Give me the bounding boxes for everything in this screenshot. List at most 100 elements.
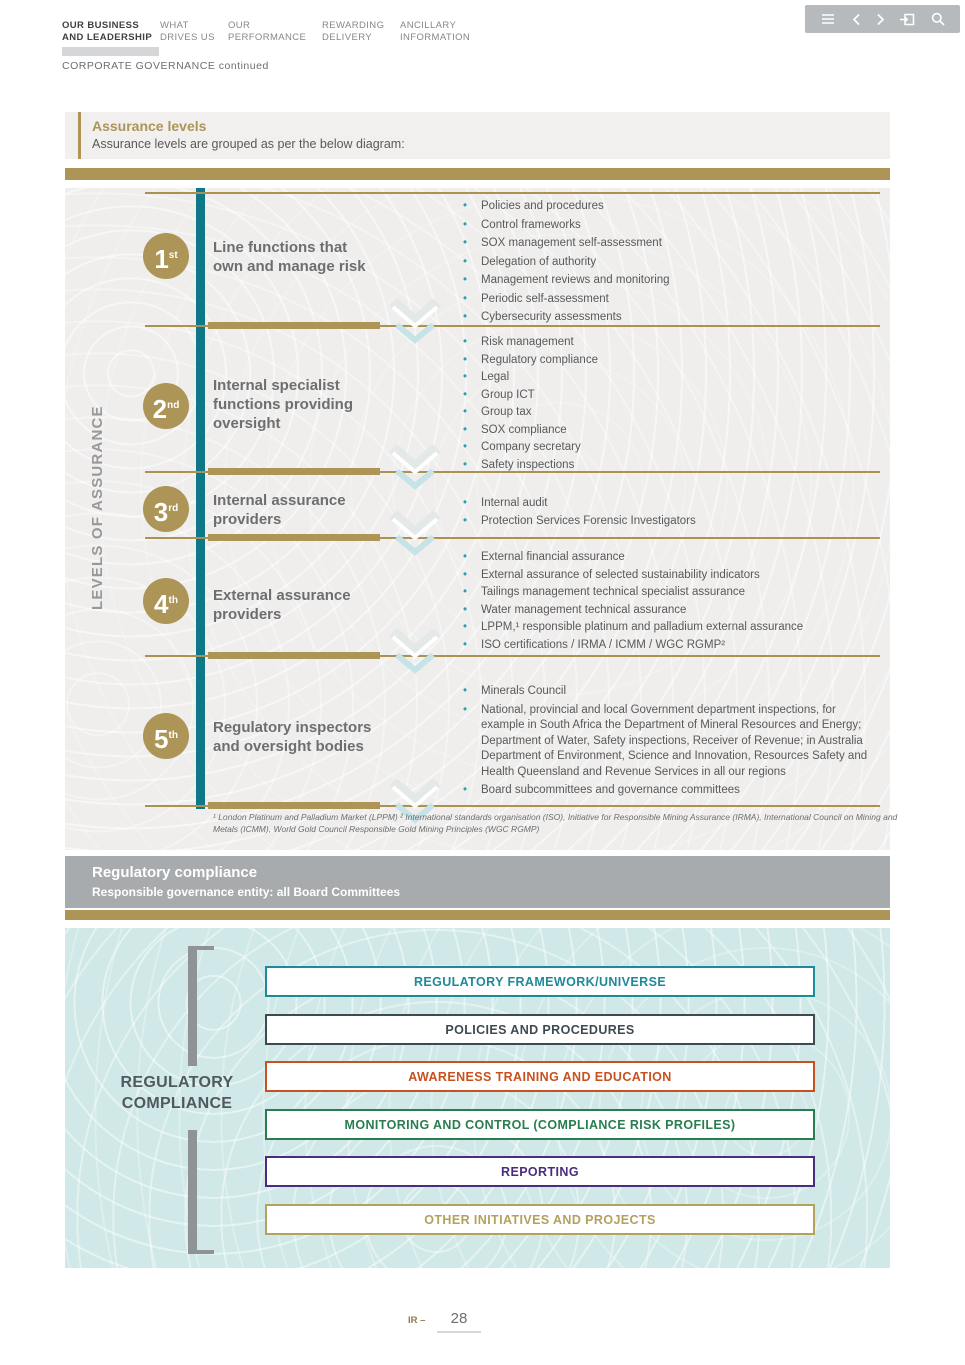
list-item: Water management technical assurance bbox=[455, 602, 885, 620]
bracket-tick-bottom bbox=[188, 1250, 214, 1254]
chevron-down-icon bbox=[387, 777, 443, 825]
level-3-heading: Internal assurance providers bbox=[213, 492, 346, 528]
active-tab-indicator bbox=[62, 47, 159, 56]
nav-tab-ancillary-information[interactable]: ANCILLARY INFORMATION bbox=[400, 20, 490, 44]
gold-segment bbox=[208, 652, 380, 659]
level-4-items: External financial assurance External as… bbox=[455, 549, 885, 654]
section-divider bbox=[145, 537, 880, 539]
box-monitoring-control: MONITORING AND CONTROL (COMPLIANCE RISK … bbox=[265, 1109, 815, 1140]
nav-tab-label: PERFORMANCE bbox=[228, 32, 307, 43]
level-5-items: Minerals Council National, provincial an… bbox=[455, 684, 885, 802]
list-item: Regulatory compliance bbox=[455, 352, 885, 370]
list-item: ISO certifications / IRMA / ICMM / WGC R… bbox=[455, 637, 885, 655]
level-ordinal: st bbox=[168, 250, 178, 261]
bracket-tick-top bbox=[188, 946, 214, 950]
list-item: Board subcommittees and governance commi… bbox=[455, 783, 879, 799]
list-item: External assurance of selected sustainab… bbox=[455, 567, 885, 585]
level-2-heading: Internal specialist functions providing … bbox=[213, 377, 353, 432]
level-ordinal: th bbox=[168, 595, 178, 606]
chevron-right-icon[interactable] bbox=[876, 13, 885, 26]
chevron-left-icon[interactable] bbox=[852, 13, 861, 26]
gold-divider-bar bbox=[65, 910, 890, 920]
nav-tab-rewarding-delivery[interactable]: REWARDING DELIVERY bbox=[322, 20, 400, 44]
list-item: External financial assurance bbox=[455, 549, 885, 567]
nav-tab-label: ANCILLARY bbox=[400, 20, 457, 31]
list-item: SOX compliance bbox=[455, 422, 885, 440]
section-divider bbox=[145, 655, 880, 657]
top-navigation: OUR BUSINESS AND LEADERSHIP WHAT DRIVES … bbox=[62, 20, 490, 44]
teal-spine-bar bbox=[196, 188, 205, 809]
list-item: Group ICT bbox=[455, 387, 885, 405]
callout-accent-bar bbox=[78, 112, 81, 159]
nav-tab-our-business-and-leadership[interactable]: OUR BUSINESS AND LEADERSHIP bbox=[62, 20, 160, 44]
search-icon[interactable] bbox=[931, 12, 945, 26]
box-policies-procedures: POLICIES AND PROCEDURES bbox=[265, 1014, 815, 1045]
list-item: LPPM,¹ responsible platinum and palladiu… bbox=[455, 619, 885, 637]
section-title: Assurance levels bbox=[92, 118, 207, 134]
level-ordinal: rd bbox=[168, 503, 179, 514]
box-label: MONITORING AND CONTROL (COMPLIANCE RISK … bbox=[344, 1117, 736, 1132]
external-link-icon[interactable] bbox=[900, 13, 915, 26]
list-item: Cybersecurity assessments bbox=[455, 308, 885, 327]
section-subtitle: Assurance levels are grouped as per the … bbox=[92, 137, 405, 151]
list-item: Management reviews and monitoring bbox=[455, 271, 885, 290]
level-5-badge: 5th bbox=[143, 713, 189, 759]
diagram-label: REGULATORY COMPLIANCE bbox=[93, 1072, 261, 1114]
nav-tab-label: OUR BUSINESS bbox=[62, 20, 140, 31]
list-item: Group tax bbox=[455, 404, 885, 422]
list-item: SOX management self-assessment bbox=[455, 234, 885, 253]
list-item: Company secretary bbox=[455, 439, 885, 457]
box-other-initiatives: OTHER INITIATIVES AND PROJECTS bbox=[265, 1204, 815, 1235]
box-label: POLICIES AND PROCEDURES bbox=[445, 1022, 635, 1037]
bracket-top-segment bbox=[188, 946, 197, 1066]
box-reporting: REPORTING bbox=[265, 1156, 815, 1187]
box-awareness-training: AWARENESS TRAINING AND EDUCATION bbox=[265, 1061, 815, 1092]
gold-segment bbox=[208, 534, 380, 541]
gold-segment bbox=[208, 802, 380, 809]
level-number: 2 bbox=[152, 394, 168, 424]
level-number: 4 bbox=[154, 589, 169, 619]
assurance-levels-callout: Assurance levels Assurance levels are gr… bbox=[65, 112, 890, 159]
breadcrumb: CORPORATE GOVERNANCE continued bbox=[62, 60, 269, 72]
nav-tab-our-performance[interactable]: OUR PERFORMANCE bbox=[228, 20, 322, 44]
level-1-heading: Line functions that own and manage risk bbox=[213, 239, 366, 275]
list-item: Internal audit bbox=[455, 495, 885, 513]
section-divider bbox=[145, 192, 880, 194]
box-label: AWARENESS TRAINING AND EDUCATION bbox=[408, 1069, 672, 1084]
gold-segment bbox=[208, 468, 380, 475]
diagram-label-line1: REGULATORY bbox=[120, 1074, 234, 1091]
footnote: ¹ London Platinum and Palladium Market (… bbox=[213, 812, 898, 834]
nav-tab-what-drives-us[interactable]: WHAT DRIVES US bbox=[160, 20, 228, 44]
nav-tab-label: INFORMATION bbox=[400, 32, 471, 43]
list-item: Risk management bbox=[455, 334, 885, 352]
menu-icon[interactable] bbox=[820, 12, 836, 26]
nav-tab-label: REWARDING bbox=[322, 20, 385, 31]
level-2-badge: 2nd bbox=[143, 383, 189, 429]
page-number: 28 bbox=[450, 1310, 468, 1327]
band-title: Regulatory compliance bbox=[92, 864, 258, 881]
level-1-badge: 1st bbox=[143, 233, 189, 279]
chevron-down-icon bbox=[387, 297, 443, 345]
list-item: National, provincial and local Governmen… bbox=[455, 703, 879, 781]
level-4-heading: External assurance providers bbox=[213, 587, 351, 623]
list-item: Control frameworks bbox=[455, 216, 885, 235]
axis-label: LEVELS OF ASSURANCE bbox=[89, 405, 106, 610]
gold-divider-bar bbox=[65, 168, 890, 180]
band-subtitle: Responsible governance entity: all Board… bbox=[92, 885, 401, 899]
nav-tab-label: DRIVES US bbox=[160, 32, 215, 43]
nav-tab-label: WHAT bbox=[160, 20, 189, 31]
level-ordinal: th bbox=[168, 730, 178, 741]
box-label: REGULATORY FRAMEWORK/UNIVERSE bbox=[413, 974, 667, 989]
nav-tab-label: DELIVERY bbox=[322, 32, 373, 43]
level-ordinal: nd bbox=[167, 400, 180, 411]
list-item: Minerals Council bbox=[455, 684, 879, 700]
level-4-badge: 4th bbox=[143, 578, 189, 624]
level-number: 1 bbox=[154, 244, 169, 274]
box-label: OTHER INITIATIVES AND PROJECTS bbox=[424, 1212, 656, 1227]
report-label: IR – bbox=[408, 1315, 426, 1326]
list-item: Tailings management technical specialist… bbox=[455, 584, 885, 602]
bracket-bottom-segment bbox=[188, 1130, 197, 1252]
list-item: Policies and procedures bbox=[455, 197, 885, 216]
box-label: REPORTING bbox=[501, 1164, 579, 1179]
